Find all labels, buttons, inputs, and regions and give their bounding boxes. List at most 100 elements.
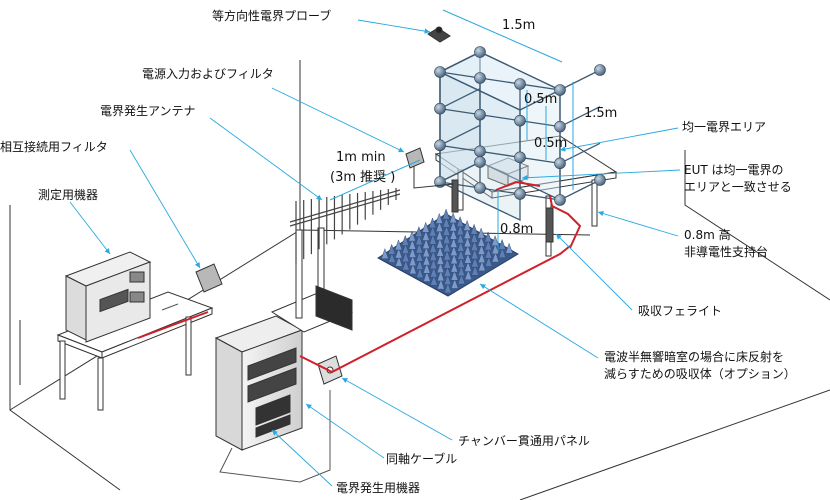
label-absorber-line1: 電波半無響暗室の場合に床反射を (604, 350, 785, 364)
absorber-spike (387, 243, 396, 255)
label-ferrite: 吸収フェライト (638, 304, 723, 318)
absorber-spike (450, 245, 458, 256)
dim-cell-a: 0.5m (524, 92, 558, 107)
absorber-spike (394, 247, 403, 259)
grid-node (514, 114, 526, 127)
label-coax-cable: 同軸ケーブル (386, 452, 458, 466)
absorber-spike (463, 244, 472, 256)
label-interconnect-filter: 相互接続用フィルタ (0, 140, 108, 154)
dim-height: 1.5m (584, 106, 618, 121)
absorber-spike (470, 240, 479, 251)
coax-cables (137, 180, 582, 374)
absorber-spike (484, 255, 493, 267)
absorber-spike (457, 248, 465, 260)
absorber-spike (484, 239, 493, 251)
absorber-spike (422, 254, 431, 266)
absorber-spike (457, 257, 465, 268)
absorber-spike (484, 247, 493, 259)
absorber-spike (443, 265, 452, 277)
absorber-spike (429, 241, 437, 253)
absorber-spike (463, 228, 472, 239)
grid-line (439, 71, 561, 91)
grid-node (554, 194, 566, 206)
absorber-spike (422, 246, 431, 258)
label-absorber-line2: 減らすための吸収体（オプション） (604, 367, 796, 381)
grid-node (554, 120, 566, 133)
grid-node (474, 46, 486, 58)
absorber-spike (429, 258, 438, 270)
absorber-spike (421, 221, 430, 233)
label-power-filter: 電源入力およびフィルタ (142, 67, 274, 81)
absorber-spike (457, 265, 466, 277)
grey-cables (161, 303, 331, 483)
grid-node (474, 145, 486, 158)
generator-rack (214, 315, 304, 451)
label-measurement-equipment: 測定用機器 (38, 188, 99, 202)
ferrite (545, 207, 554, 243)
absorber-spike (450, 277, 459, 289)
absorber-spike (477, 227, 485, 239)
absorber-spike (484, 231, 492, 243)
absorber-spike (470, 231, 479, 243)
absorber-spike (470, 248, 479, 260)
absorber-spike (409, 263, 417, 275)
grid-line (559, 179, 601, 201)
absorber-spike (436, 253, 445, 265)
absorber-spike (423, 270, 431, 282)
grid-line (439, 161, 481, 183)
absorber-spike (430, 274, 438, 286)
absorber-spike (450, 269, 459, 281)
absorber-spike (401, 243, 410, 254)
absorber-spike (408, 246, 417, 258)
dimension-lines (329, 9, 574, 252)
absorber-spike (435, 212, 444, 224)
absorber-spike (402, 259, 410, 271)
grid-line (439, 51, 481, 73)
label-eut-line2: エリアと一致させる (684, 180, 792, 194)
absorber-spike (442, 233, 451, 244)
absorber-spike (471, 264, 479, 276)
absorber-spike (442, 208, 450, 220)
absorber-spike (422, 238, 430, 249)
absorber-spike (381, 248, 389, 259)
absorber-spike (429, 250, 438, 261)
absorber-spike (449, 236, 458, 248)
absorber-spike (436, 262, 445, 273)
grid-node (594, 174, 606, 186)
absorber-spike (429, 266, 438, 278)
label-bulkhead-panel: チャンバー貫通用パネル (458, 434, 590, 448)
absorber-spike (437, 278, 445, 290)
absorber-spike (422, 229, 430, 241)
grid-node (474, 156, 486, 168)
grid-line (439, 124, 481, 146)
absorber-spike (463, 219, 471, 231)
floor-absorber (377, 208, 519, 297)
absorber-spike (477, 243, 486, 255)
absorber-spike (491, 251, 500, 263)
absorber-spike (491, 235, 499, 246)
grid-node (434, 139, 446, 152)
absorber-spike (442, 216, 451, 228)
absorber-spike (449, 228, 458, 240)
absorber-spike (456, 216, 464, 227)
absorber-spike (422, 262, 431, 274)
absorber-spike (478, 260, 486, 272)
absorber-spike (443, 274, 452, 285)
absorber-spike (450, 261, 459, 273)
grid-node (554, 157, 566, 170)
absorber-spike (415, 258, 424, 270)
log-periodic-antenna (289, 188, 401, 264)
absorber-spike (395, 255, 403, 267)
leader-lines (69, 19, 681, 487)
absorber-spike (442, 224, 451, 236)
absorber-spike (429, 233, 437, 245)
grid-node (554, 84, 566, 96)
absorber-spike (464, 252, 472, 264)
grid-node (514, 151, 526, 164)
absorber-spike (443, 249, 451, 261)
absorber-spike (498, 247, 507, 258)
grid-node (434, 102, 446, 115)
absorber-spike (415, 250, 424, 262)
grid-line (439, 88, 481, 110)
absorber-spike (401, 234, 410, 246)
